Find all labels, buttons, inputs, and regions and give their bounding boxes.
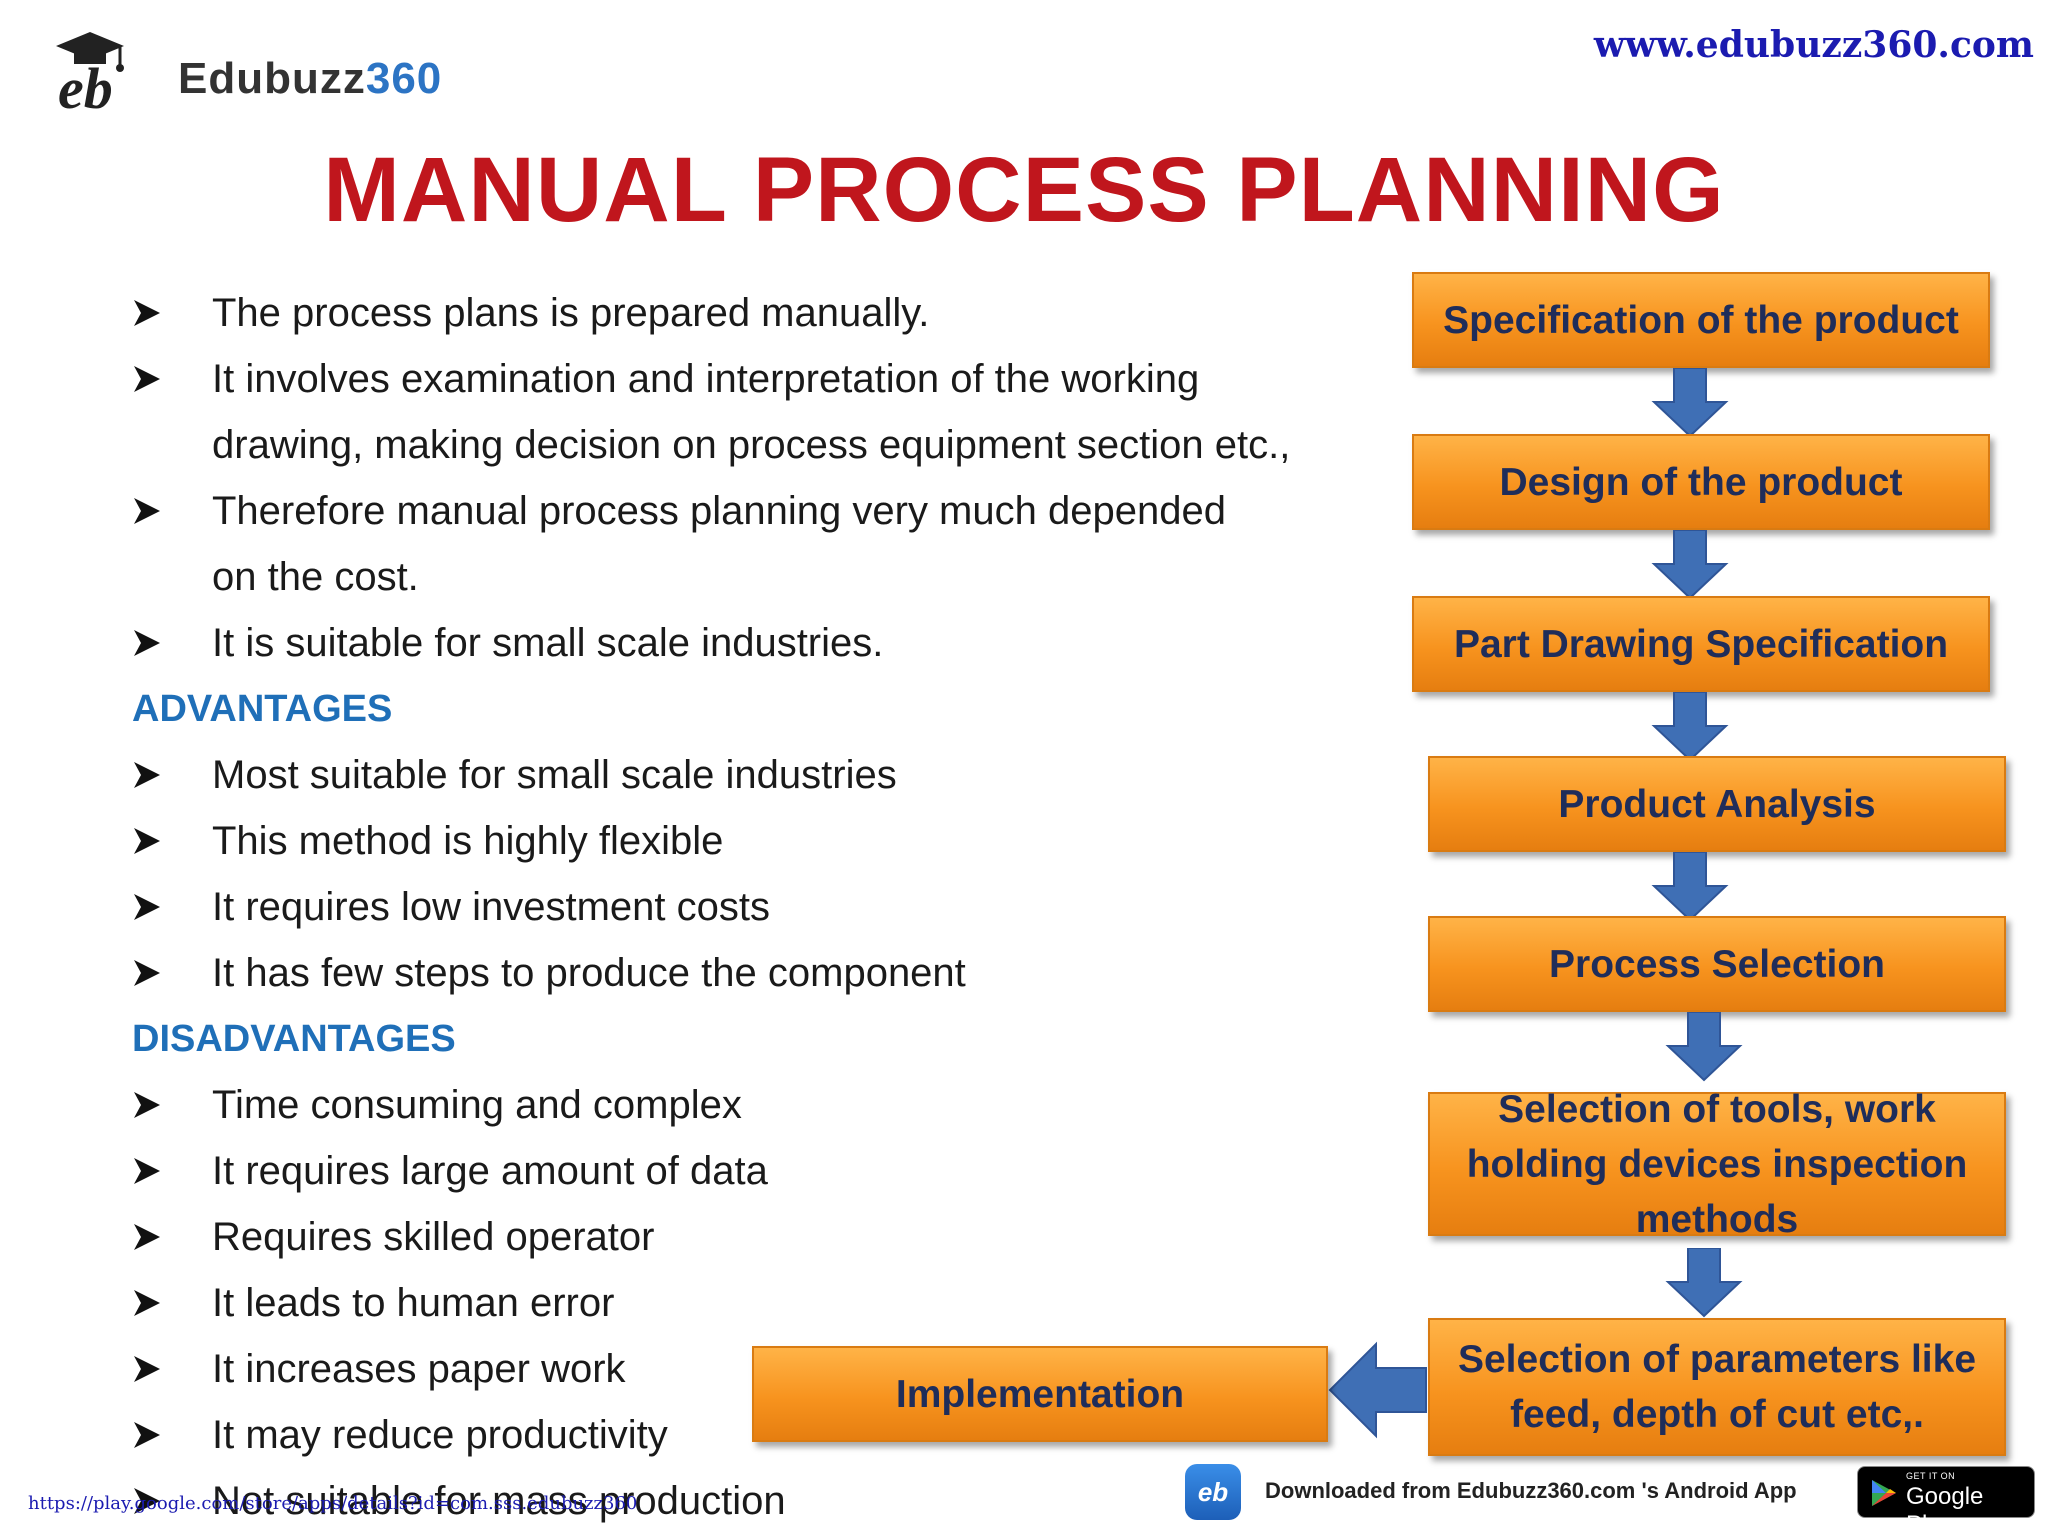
arrow-bullet-icon — [132, 1402, 172, 1470]
arrow-bullet-icon — [132, 1072, 172, 1140]
left-arrow-icon — [1328, 1341, 1427, 1439]
arrow-bullet-icon — [132, 478, 172, 546]
flow-step-part-drawing: Part Drawing Specification — [1412, 596, 1990, 692]
list-item-continuation: drawing, making decision on process equi… — [212, 423, 1291, 467]
list-item: This method is highly flexible — [132, 808, 1362, 874]
list-item: It requires low investment costs — [132, 874, 1362, 940]
flow-step-product-analysis: Product Analysis — [1428, 756, 2006, 852]
list-item: Most suitable for small scale industries — [132, 742, 1362, 808]
list-item: It leads to human error — [132, 1270, 1362, 1336]
flow-step-specification: Specification of the product — [1412, 272, 1990, 368]
list-item: Time consuming and complex — [132, 1072, 1362, 1138]
page-title: MANUAL PROCESS PLANNING — [323, 139, 1725, 241]
arrow-bullet-icon — [132, 1270, 172, 1338]
down-arrow-icon — [1651, 692, 1729, 762]
graduation-cap-icon: eb — [56, 32, 124, 116]
download-text: Downloaded from Edubuzz360.com 's Androi… — [1265, 1478, 1797, 1503]
flow-step-tools-selection: Selection of tools, work holding devices… — [1428, 1088, 2006, 1241]
play-store-link[interactable]: https://play.google.com/store/apps/detai… — [28, 1493, 638, 1514]
list-item-continuation: on the cost. — [212, 555, 419, 599]
arrow-bullet-icon — [132, 1468, 172, 1536]
bullet-list: The process plans is prepared manually. … — [132, 280, 1362, 1534]
list-item: Not suitable for mass production — [132, 1468, 1362, 1534]
list-item: It is suitable for small scale industrie… — [132, 610, 1362, 676]
flow-step-parameters-selection: Selection of parameters like feed, depth… — [1428, 1318, 2006, 1456]
app-download-banner: eb Downloaded from Edubuzz360.com 's And… — [1185, 1462, 2035, 1538]
flow-step-implementation: Implementation — [752, 1346, 1328, 1442]
list-item: It may reduce productivity — [132, 1402, 1362, 1468]
arrow-bullet-icon — [132, 874, 172, 942]
arrow-bullet-icon — [132, 742, 172, 810]
google-play-badge[interactable]: GET IT ON Google Play — [1857, 1466, 2035, 1538]
website-url[interactable]: www.edubuzz360.com — [1593, 24, 2034, 66]
list-item: It has few steps to produce the componen… — [132, 940, 1362, 1006]
list-item: The process plans is prepared manually. — [132, 280, 1362, 346]
play-icon — [1872, 1480, 1896, 1506]
advantages-heading: ADVANTAGES — [132, 688, 393, 730]
list-item: It requires large amount of data — [132, 1138, 1362, 1204]
list-item: Therefore manual process planning very m… — [132, 478, 1362, 544]
list-item: Requires skilled operator — [132, 1204, 1362, 1270]
edubuzz-logo: eb Edubuzz360 — [48, 26, 468, 116]
list-item: It increases paper work — [132, 1336, 1362, 1402]
logo-name: Edubuzz — [178, 54, 366, 103]
arrow-bullet-icon — [132, 280, 172, 348]
down-arrow-icon — [1651, 852, 1729, 922]
down-arrow-icon — [1651, 530, 1729, 600]
logo-wordmark: Edubuzz360 — [178, 54, 442, 104]
arrow-bullet-icon — [132, 940, 172, 1008]
arrow-bullet-icon — [132, 808, 172, 876]
arrow-bullet-icon — [132, 1204, 172, 1272]
flow-step-design: Design of the product — [1412, 434, 1990, 530]
down-arrow-icon — [1665, 1248, 1743, 1318]
google-play-label: Google Play — [1906, 1483, 1984, 1538]
svg-text:eb: eb — [58, 56, 113, 116]
down-arrow-icon — [1665, 1012, 1743, 1082]
get-it-on-label: GET IT ON — [1906, 1471, 1956, 1481]
down-arrow-icon — [1651, 368, 1729, 438]
logo-number: 360 — [365, 54, 443, 103]
flow-step-process-selection: Process Selection — [1428, 916, 2006, 1012]
app-icon[interactable]: eb — [1185, 1464, 1241, 1520]
disadvantages-heading: DISADVANTAGES — [132, 1018, 456, 1060]
arrow-bullet-icon — [132, 1138, 172, 1206]
arrow-bullet-icon — [132, 1336, 172, 1404]
list-item: It involves examination and interpretati… — [132, 346, 1362, 412]
arrow-bullet-icon — [132, 346, 172, 414]
arrow-bullet-icon — [132, 610, 172, 678]
